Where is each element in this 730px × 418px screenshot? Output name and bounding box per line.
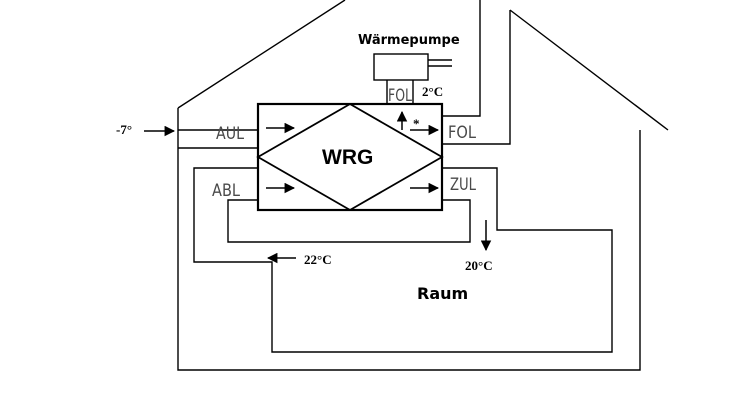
heat-pump-pipes: [428, 59, 452, 67]
house-outline: [177, 0, 669, 371]
wrg-diamond: [256, 102, 444, 212]
pump-temp: 2°C: [422, 84, 443, 99]
zul-label: ZUL: [450, 175, 476, 195]
room-label: Raum: [417, 284, 468, 303]
fol-pump-label: FOL: [388, 86, 412, 106]
heat-pump-box: [373, 53, 429, 81]
aul-duct: [178, 129, 258, 149]
heat-pump-connection: [386, 80, 414, 104]
star-mark: *: [413, 116, 420, 131]
supply-temp: 20°C: [465, 258, 493, 273]
abl-duct: [227, 199, 471, 243]
abl-label: ABL: [212, 181, 240, 201]
zul-duct: [193, 167, 613, 353]
heat-pump-label: Wärmepumpe: [358, 33, 460, 48]
room-extract-temp: 22°C: [304, 252, 332, 267]
outdoor-temp: -7°: [116, 122, 132, 137]
exchanger-label: WRG: [322, 146, 373, 169]
fol-label: FOL: [448, 123, 476, 143]
fol-duct: [442, 0, 511, 145]
aul-label: AUL: [216, 124, 244, 144]
